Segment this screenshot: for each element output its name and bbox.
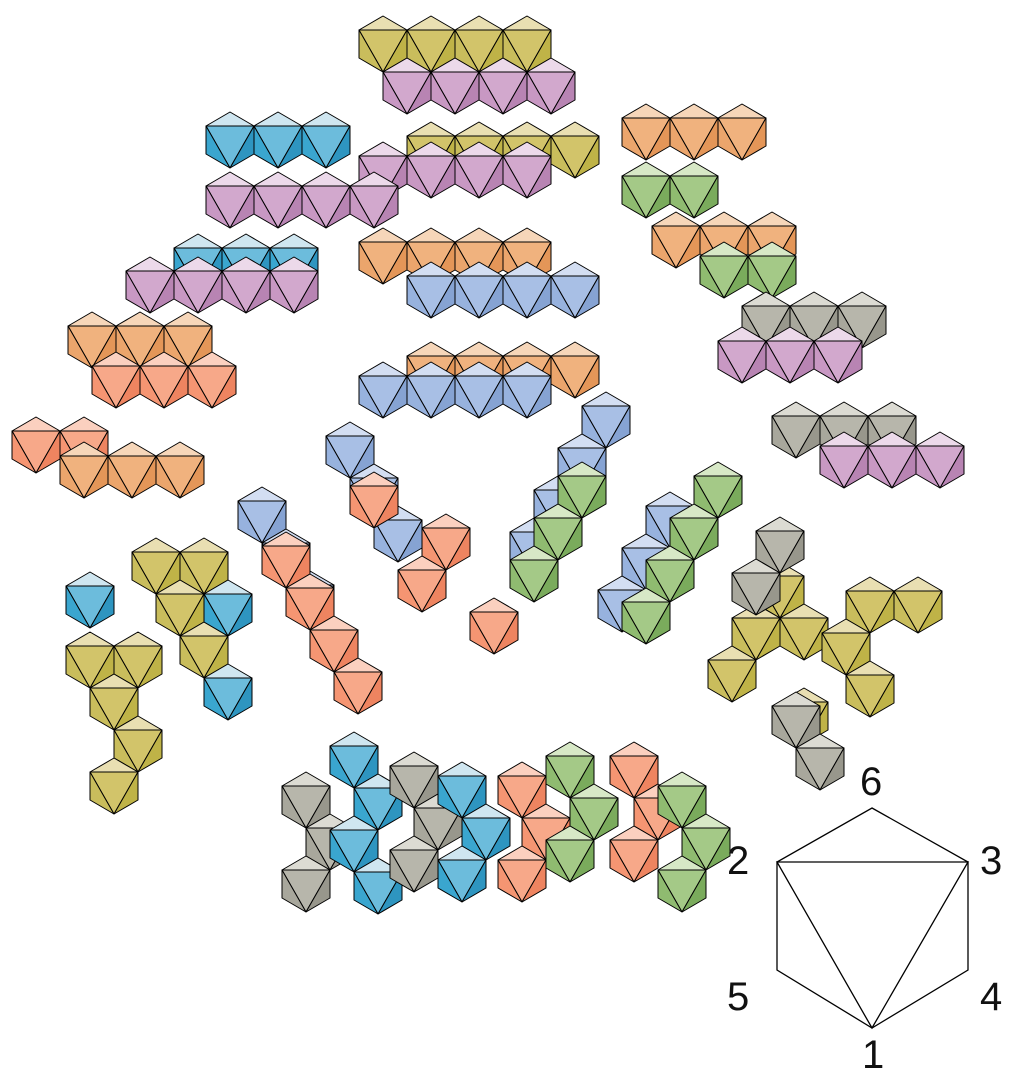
piece-cyan-upper-left-1 xyxy=(205,111,351,169)
piece-green-center-3 xyxy=(509,461,607,603)
piece-olive-lower-right-2 xyxy=(821,576,943,718)
piece-green-bottom-3 xyxy=(545,741,619,883)
piece-orange-upper-right-1 xyxy=(621,103,767,161)
piece-green-center-4 xyxy=(621,461,743,645)
piece-lilac-top-row-2 xyxy=(358,141,552,199)
piece-orange-left-2 xyxy=(59,441,205,499)
pieces-layer xyxy=(11,15,965,915)
piece-lilac-upper-left-2 xyxy=(125,256,319,314)
piece-blue-top-row-4 xyxy=(358,361,552,419)
piece-blue-top-row-3 xyxy=(406,261,600,319)
piece-salmon-left-1 xyxy=(91,351,237,409)
vertex-label-5: 5 xyxy=(727,975,749,1019)
piece-lilac-right-2 xyxy=(819,431,965,489)
vertex-label-2: 2 xyxy=(727,839,749,883)
piece-green-upper-right-2 xyxy=(699,241,797,299)
piece-salmon-bottom-3 xyxy=(497,761,571,903)
piece-gray-bottom-2 xyxy=(389,751,463,893)
piece-lilac-upper-left-1 xyxy=(205,171,399,229)
piece-gray-lower-right-1 xyxy=(731,516,805,616)
piece-green-bottom-4 xyxy=(657,771,731,913)
legend-triangle-face xyxy=(775,861,970,1030)
piece-gray-right-1 xyxy=(741,291,887,349)
vertex-label-6: 6 xyxy=(860,760,882,804)
piece-salmon-center-1 xyxy=(261,531,383,715)
piece-cyan-lower-left-1 xyxy=(65,571,115,629)
piece-cyan-lower-left-2 xyxy=(203,579,253,721)
piece-lilac-top-row-1 xyxy=(382,57,576,115)
piece-cyan-bottom-1 xyxy=(329,731,403,915)
piece-olive-lower-left-1 xyxy=(65,631,163,815)
piece-orange-left-1 xyxy=(67,311,213,369)
piece-salmon-center-2 xyxy=(349,471,519,655)
piece-cyan-bottom-2 xyxy=(437,761,511,903)
legend-hexagon-outline xyxy=(776,807,969,1029)
vertex-legend: 6 2 3 5 4 1 xyxy=(727,760,1002,1072)
piece-gray-lower-right-2 xyxy=(771,691,845,791)
vertex-label-4: 4 xyxy=(980,975,1002,1019)
piece-green-upper-right-1 xyxy=(621,161,719,219)
vertex-label-1: 1 xyxy=(862,1033,884,1072)
piece-lilac-right-1 xyxy=(717,326,863,384)
vertex-label-3: 3 xyxy=(980,839,1002,883)
